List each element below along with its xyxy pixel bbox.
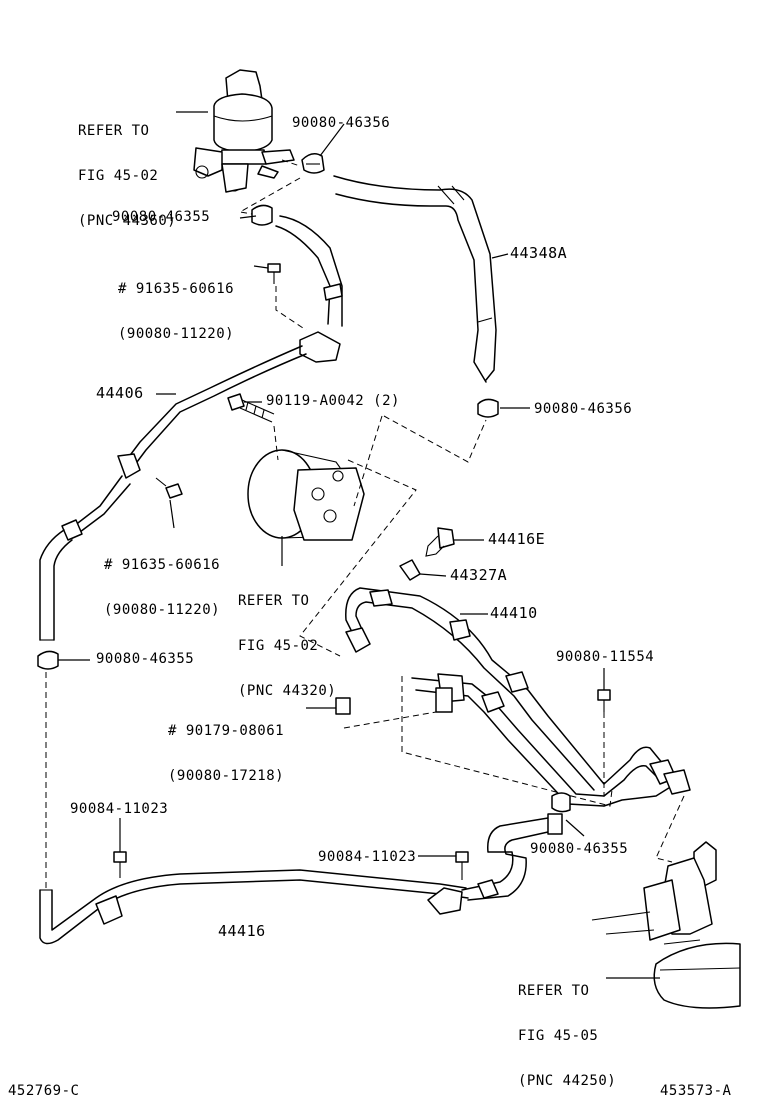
refer-pump-label: REFER TO FIG 45-02 (PNC 44320) xyxy=(238,593,337,699)
footer-right-code: 453573-A xyxy=(660,1083,732,1099)
bolt-top-label: # 91635-60616 (90080-11220) xyxy=(118,281,235,342)
reservoir-tank xyxy=(193,69,295,193)
hose-44348A-label: 44348A xyxy=(510,244,568,262)
gasket-icon xyxy=(399,559,421,581)
return-hose-44348A xyxy=(333,175,497,383)
nut-icon xyxy=(335,697,351,715)
guide-line xyxy=(299,459,417,657)
pipe-44416-label: 44416 xyxy=(218,922,266,940)
bracket-icon xyxy=(435,687,453,713)
pressure-pipe-44406 xyxy=(39,345,307,641)
bolt-low-mid-label: 90084-11023 xyxy=(318,849,417,865)
clamp-low-right-icon xyxy=(551,792,571,813)
guide-line xyxy=(343,711,437,729)
guide-line xyxy=(401,676,613,807)
clamp-top-right-label: 90080-46356 xyxy=(292,115,391,131)
gasket-44327A-label: 44327A xyxy=(450,566,508,584)
guide-line xyxy=(655,795,685,863)
guide-line xyxy=(275,286,307,331)
clamp-top-left-label: 90080-46355 xyxy=(112,209,211,225)
bolt-mid-label: # 91635-60616 (90080-11220) xyxy=(104,557,221,618)
clamp-mid-right-label: 90080-46356 xyxy=(534,401,633,417)
pressure-hose-upper xyxy=(275,215,343,363)
clamp-top-right-icon xyxy=(301,153,325,174)
steering-gear-icon xyxy=(591,841,741,1009)
pipe-44410-label: 44410 xyxy=(490,604,538,622)
footer-left-code: 452769-C xyxy=(8,1083,80,1099)
pipe-44406-label: 44406 xyxy=(96,384,144,402)
clamp-low-right-label: 90080-46355 xyxy=(530,841,629,857)
bolt-right-label: 90080-11554 xyxy=(556,649,655,665)
pump-bolt-label: 90119-A0042 (2) xyxy=(266,393,400,409)
pump-icon xyxy=(247,449,365,541)
union-bolt-icon xyxy=(425,527,455,557)
bolt-low-left-label: 90084-11023 xyxy=(70,801,169,817)
clamp-left-label: 90080-46355 xyxy=(96,651,195,667)
return-tube-bundle xyxy=(411,673,691,807)
bolt-low-mid-icon xyxy=(455,851,469,880)
bolt-low-left-icon xyxy=(113,851,127,878)
clamp-left-icon xyxy=(37,650,59,670)
clamp-top-left-icon xyxy=(251,204,273,226)
guide-line xyxy=(238,159,301,215)
guide-line xyxy=(353,415,383,507)
clamp-mid-right-icon xyxy=(477,398,499,418)
return-pipe-44416 xyxy=(39,813,563,945)
bolt-mid-icon xyxy=(155,477,183,499)
bolt-right-icon xyxy=(597,689,611,712)
refer-reservoir-label: REFER TO FIG 45-02 (PNC 44360) xyxy=(78,123,177,229)
refer-gear-label: REFER TO FIG 45-05 (PNC 44250) xyxy=(518,983,617,1089)
guide-line xyxy=(273,425,279,461)
bolt-top-icon xyxy=(267,263,281,284)
nut-label: # 90179-08061 (90080-17218) xyxy=(168,723,285,784)
pressure-tube-44410 xyxy=(345,587,605,791)
guide-line xyxy=(383,415,487,463)
pump-bolt-icon xyxy=(227,393,275,423)
union-44416E-label: 44416E xyxy=(488,530,546,548)
